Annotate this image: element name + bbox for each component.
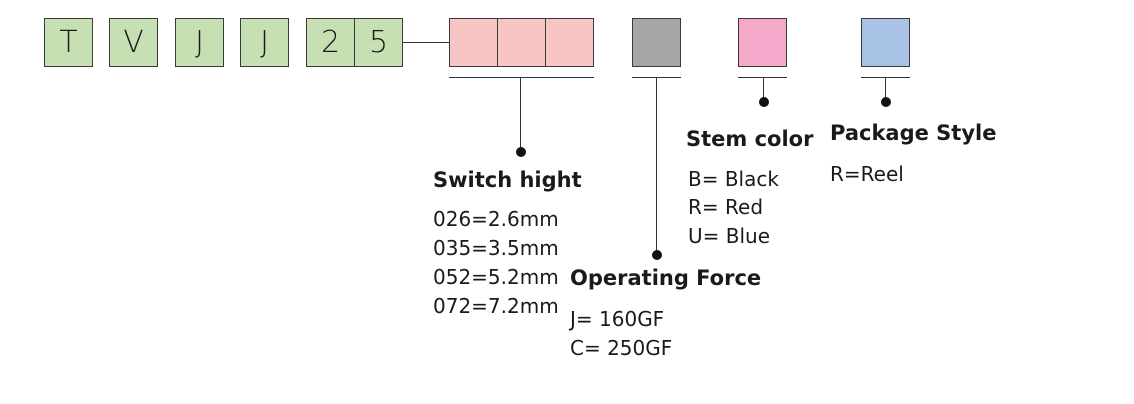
stem-color-dot (759, 97, 769, 107)
switch-hight-option-1: 026=2.6mm (433, 207, 559, 231)
operating-force-box (632, 18, 681, 67)
switch-hight-leader (520, 77, 521, 152)
stem-color-option-1: B= Black (688, 167, 779, 191)
code-box-3: J (175, 18, 224, 67)
stem-color-underline (738, 77, 787, 78)
operating-force-option-2: C= 250GF (570, 336, 673, 360)
stem-color-option-2: R= Red (688, 195, 764, 219)
operating-force-dot (652, 250, 662, 260)
switch-hight-box-1 (449, 18, 498, 67)
package-style-option-1: R=Reel (830, 162, 904, 186)
code-box-6: 5 (354, 18, 403, 67)
package-style-dot (881, 97, 891, 107)
package-style-title: Package Style (830, 121, 997, 145)
operating-force-title: Operating Force (570, 266, 762, 290)
switch-hight-option-2: 035=3.5mm (433, 236, 559, 260)
switch-hight-underline (449, 77, 594, 78)
package-style-box (861, 18, 910, 67)
stem-color-option-3: U= Blue (688, 224, 771, 248)
connector-line (403, 42, 450, 43)
code-box-2: V (109, 18, 158, 67)
code-box-4: J (240, 18, 289, 67)
switch-hight-dot (516, 147, 526, 157)
switch-hight-title: Switch hight (433, 168, 582, 192)
switch-hight-option-3: 052=5.2mm (433, 265, 559, 289)
code-box-1: T (44, 18, 93, 67)
stem-color-box (738, 18, 787, 67)
stem-color-leader (763, 77, 764, 101)
package-style-leader (885, 77, 886, 101)
switch-hight-box-3 (545, 18, 594, 67)
operating-force-option-1: J= 160GF (570, 307, 665, 331)
operating-force-leader (656, 77, 657, 254)
code-box-5: 2 (306, 18, 355, 67)
switch-hight-option-4: 072=7.2mm (433, 294, 559, 318)
stem-color-title: Stem color (686, 127, 814, 151)
switch-hight-box-2 (497, 18, 546, 67)
